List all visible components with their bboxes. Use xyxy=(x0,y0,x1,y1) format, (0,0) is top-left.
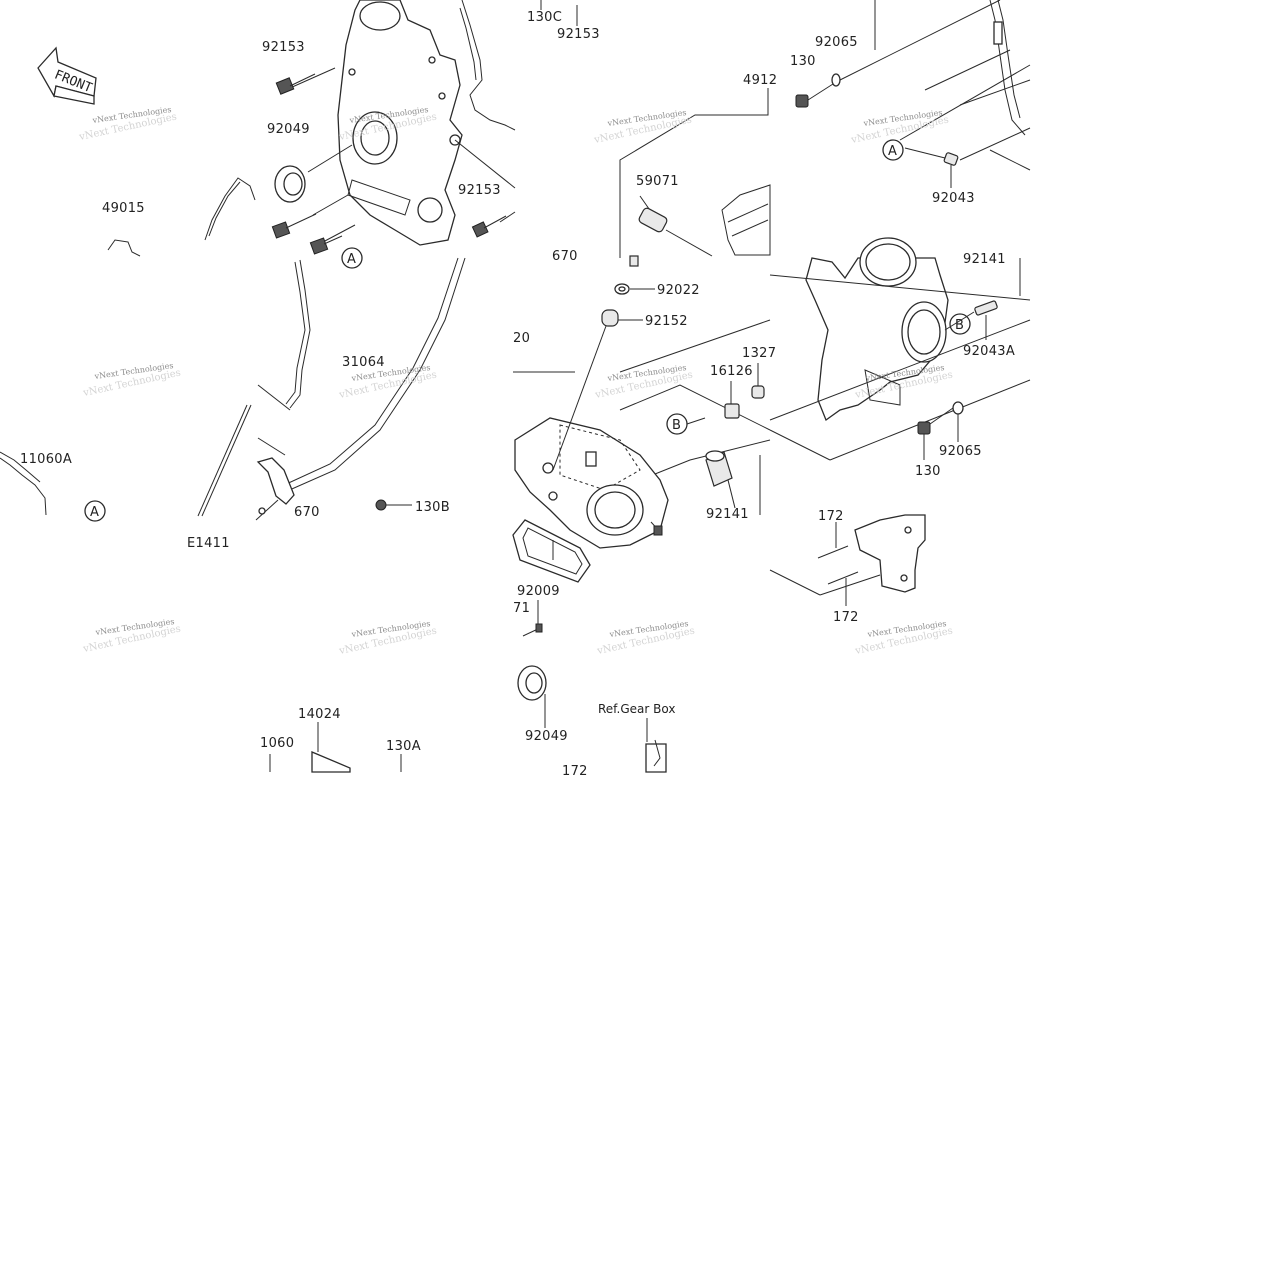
part-label: 670 xyxy=(552,249,578,264)
bolt-92153-c xyxy=(471,215,507,238)
panel-right-lower xyxy=(769,514,926,606)
dowel-92043 xyxy=(943,152,959,166)
part-label: 172 xyxy=(833,610,859,625)
part-label: 92043 xyxy=(932,191,975,206)
panel-middle xyxy=(512,255,771,728)
bolt-130-mid xyxy=(917,421,931,435)
part-label: 130C xyxy=(527,10,562,25)
watermark: vNext Technologies vNext Technologies xyxy=(595,619,695,657)
part-label: 92043A xyxy=(963,344,1015,359)
rubber-92152 xyxy=(601,309,619,327)
part-label: 130 xyxy=(790,54,816,69)
part-label: 16126 xyxy=(710,364,753,379)
part-label: 130A xyxy=(386,739,421,754)
washer-92065-mid xyxy=(952,401,964,415)
oil-seal-92049-top xyxy=(274,165,306,203)
part-label: 14024 xyxy=(298,707,341,722)
part-label: 130 xyxy=(915,464,941,479)
bolt-130-top xyxy=(795,94,809,108)
washer-92022 xyxy=(614,283,630,295)
watermark: vNext Technologies vNext Technologies xyxy=(337,619,437,657)
part-label: 11060A xyxy=(20,452,72,467)
dowel-16126 xyxy=(724,403,740,419)
part-label: 49015 xyxy=(102,201,145,216)
plug-59071 xyxy=(638,207,713,257)
part-label: 92153 xyxy=(557,27,600,42)
part-label: 92009 xyxy=(517,584,560,599)
part-label: 92049 xyxy=(267,122,310,137)
panel-timing-cover xyxy=(107,0,516,269)
part-label: 92153 xyxy=(458,183,501,198)
watermark: vNext Technologies vNext Technologies xyxy=(81,361,181,399)
part-label: 172 xyxy=(818,509,844,524)
part-label: 59071 xyxy=(636,174,679,189)
dowel-92043A xyxy=(974,300,998,316)
part-label: 71 xyxy=(513,601,530,616)
bolt-extra xyxy=(309,235,343,255)
panel-upper-right xyxy=(795,0,1031,188)
watermark: vNext Technologies vNext Technologies xyxy=(853,619,953,657)
stud-172-b xyxy=(827,571,859,585)
bolt-92153-a xyxy=(275,73,316,95)
panel-middle-left xyxy=(0,257,466,522)
part-label: 92141 xyxy=(963,252,1006,267)
ref-marker-b: B xyxy=(955,318,964,333)
bolt-92153-b xyxy=(271,213,317,239)
diagram-code: E1411 xyxy=(187,536,230,551)
watermark: vNext Technologies vNext Technologies xyxy=(849,108,949,146)
part-label: 92152 xyxy=(645,314,688,329)
part-labels: 92153 92049 49015 11060A 31064 670 130B … xyxy=(20,10,1015,779)
washer-92065-top xyxy=(831,73,841,87)
gear-box-reference: Ref.Gear Box xyxy=(598,702,675,716)
screw-92009 xyxy=(522,623,543,637)
part-label: 92141 xyxy=(706,507,749,522)
part-label: 92065 xyxy=(815,35,858,50)
panel-lower xyxy=(269,718,667,773)
part-label: 1327 xyxy=(742,346,776,361)
watermark: vNext Technologies vNext Technologies xyxy=(81,617,181,655)
bolt-130B xyxy=(375,499,387,511)
nut-1327 xyxy=(751,385,765,399)
part-label: 92153 xyxy=(262,40,305,55)
ref-marker-a: A xyxy=(90,505,99,520)
stud-172-a xyxy=(817,545,849,559)
front-arrow-icon: FRONT xyxy=(37,46,97,105)
watermark: vNext Technologies vNext Technologies xyxy=(593,363,693,401)
part-label: 31064 xyxy=(342,355,385,370)
oil-seal-92049-bottom xyxy=(517,665,547,701)
part-label: 92022 xyxy=(657,283,700,298)
part-label: 92065 xyxy=(939,444,982,459)
panel-right-middle xyxy=(769,237,1031,461)
part-label: 4912 xyxy=(743,73,777,88)
part-label: 130B xyxy=(415,500,450,515)
panel-upper-middle xyxy=(540,0,771,258)
part-label: 20 xyxy=(513,331,530,346)
watermark: vNext Technologies vNext Technologies xyxy=(592,108,692,146)
part-label: 1060 xyxy=(260,736,294,751)
watermark: vNext Technologies vNext Technologies xyxy=(77,105,177,143)
bushing-92141-mid xyxy=(705,450,733,487)
ref-marker-b: B xyxy=(672,418,681,433)
part-label: 670 xyxy=(294,505,320,520)
ref-marker-a: A xyxy=(347,252,356,267)
part-label: 92049 xyxy=(525,729,568,744)
ref-marker-a: A xyxy=(888,144,897,159)
part-label: 172 xyxy=(562,764,588,779)
